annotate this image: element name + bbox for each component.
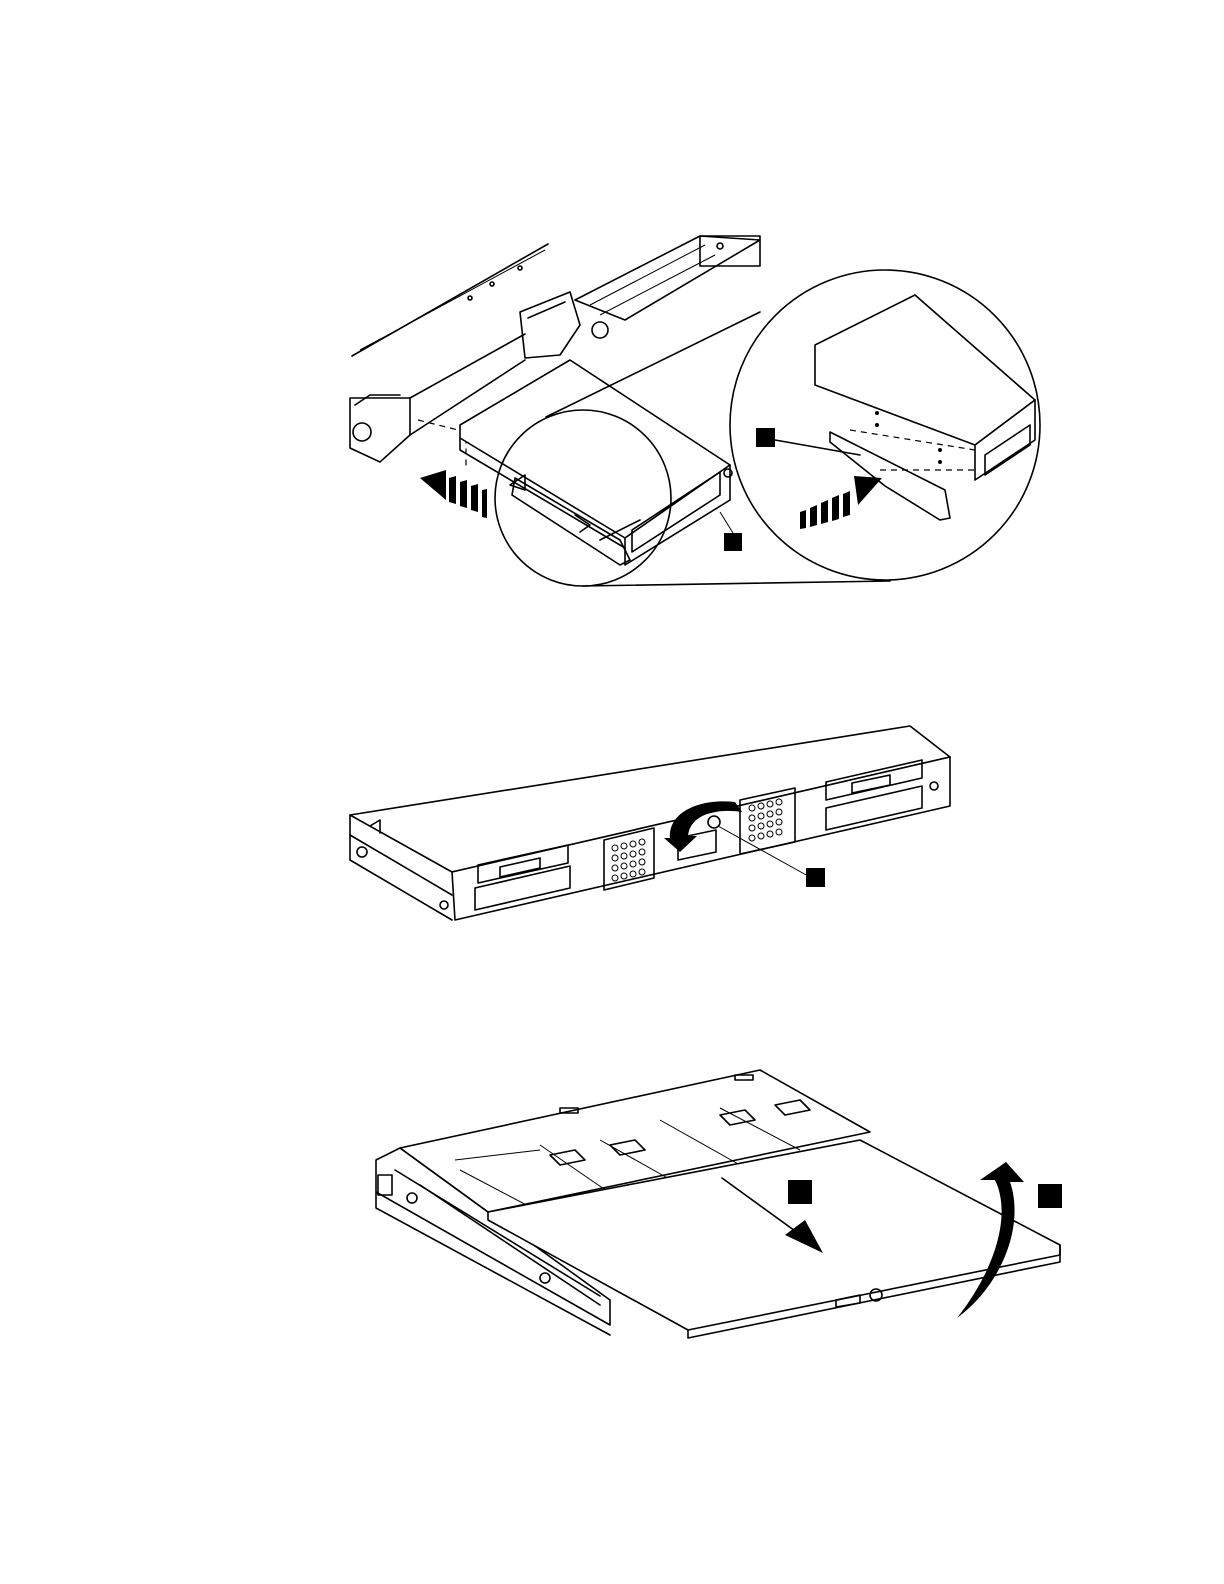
callout-1-leader — [720, 512, 733, 533]
insertion-guide-line — [418, 420, 466, 470]
figure-tape-drive-install — [350, 236, 1040, 586]
callout-marker-2 — [756, 428, 775, 447]
slide-left-arrow — [420, 470, 487, 518]
figure-rear-power-thumbscrew — [350, 726, 950, 920]
figure-top-cover-removal — [376, 1070, 1062, 1338]
slide-right-arrow — [800, 476, 882, 529]
callout-leader-bracket — [775, 440, 860, 455]
detail-large-circle — [730, 270, 1040, 580]
callout-marker-1 — [724, 533, 742, 551]
callout-marker-3 — [806, 868, 825, 887]
callout-marker-4 — [788, 1180, 812, 1204]
tape-drive-body — [460, 360, 732, 565]
magnifier-line-bottom — [583, 581, 890, 586]
callout-marker-5 — [1038, 1184, 1062, 1208]
